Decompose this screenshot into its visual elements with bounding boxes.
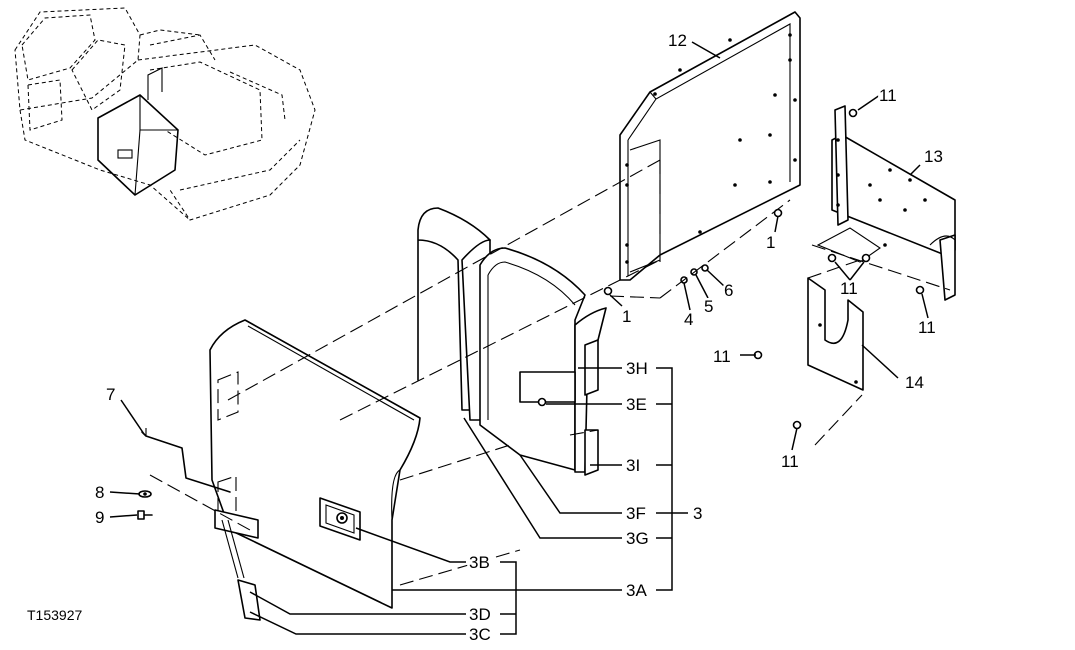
leader-lines	[109, 41, 929, 635]
panel-12-holes	[625, 33, 797, 264]
callout-9: 9	[95, 508, 104, 527]
callout-3: 3	[693, 504, 702, 523]
callout-11-top: 11	[879, 86, 897, 105]
bracket-14	[807, 277, 864, 391]
fastener-8	[138, 490, 152, 498]
rod-7	[141, 428, 231, 493]
figure-id: T153927	[27, 607, 82, 623]
seal-panels	[417, 207, 607, 476]
callout-1-right: 1	[766, 233, 775, 252]
bracket-13	[816, 105, 956, 301]
callout-3C: 3C	[469, 625, 491, 644]
callout-3G: 3G	[626, 529, 649, 548]
callout-4: 4	[684, 310, 693, 329]
callout-11-bottom: 11	[781, 452, 799, 471]
callout-5: 5	[704, 297, 713, 316]
callout-11-right: 11	[918, 318, 936, 337]
callout-11-left: 11	[713, 347, 731, 366]
callout-labels: 12 11 13 1 1 4 5 6 11 11 11 14 11 7 8 9 …	[95, 29, 945, 647]
callout-12: 12	[668, 31, 687, 50]
callout-3D: 3D	[469, 605, 491, 624]
machine-locator-view	[14, 7, 316, 221]
callout-13: 13	[924, 147, 943, 166]
fastener-9	[137, 510, 153, 520]
callout-11-middle: 11	[840, 279, 858, 298]
callout-3H: 3H	[626, 359, 648, 378]
latch-3B	[319, 497, 361, 541]
bracket-13-holes	[836, 138, 927, 247]
callout-1-left: 1	[622, 307, 631, 326]
callout-7: 7	[106, 385, 115, 404]
callout-3E: 3E	[626, 395, 647, 414]
door-3A	[209, 319, 421, 621]
callout-3F: 3F	[626, 504, 646, 523]
callout-14: 14	[905, 373, 924, 392]
callout-3B: 3B	[469, 553, 490, 572]
callout-6: 6	[724, 281, 733, 300]
callout-3A: 3A	[626, 581, 647, 600]
assembly-lines	[149, 159, 951, 586]
callout-8: 8	[95, 483, 104, 502]
fasteners	[537, 108, 925, 430]
callout-3I: 3I	[626, 456, 640, 475]
